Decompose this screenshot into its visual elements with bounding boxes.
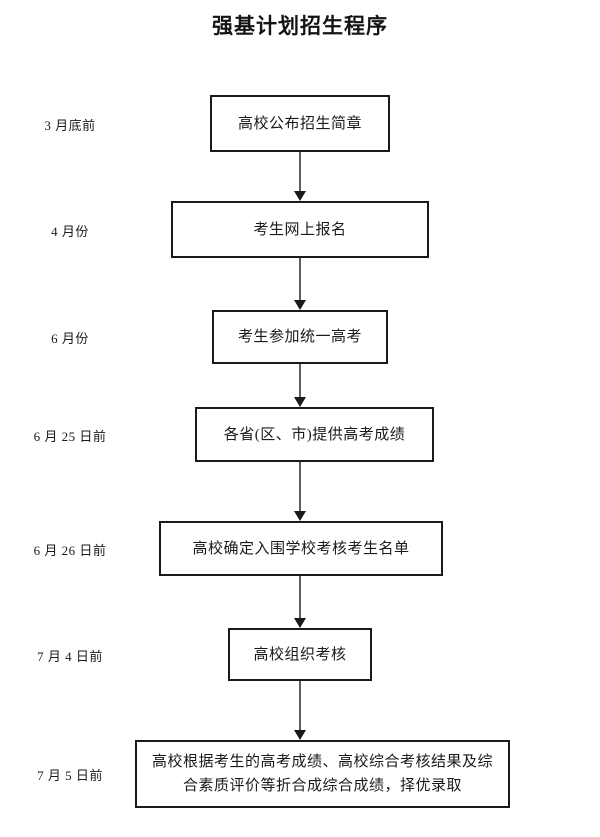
down-arrow-icon (289, 681, 311, 740)
stage-box-text: 高校根据考生的高考成绩、高校综合考核结果及综合素质评价等折合成综合成绩，择优录取 (151, 754, 493, 794)
down-arrow-icon (289, 152, 311, 201)
stage-box: 高校确定入围学校考核考生名单 (159, 521, 443, 576)
stage-box: 高校根据考生的高考成绩、高校综合考核结果及综合素质评价等折合成综合成绩，择优录取 (135, 740, 510, 808)
stage-box-text: 考生参加统一高考 (237, 329, 362, 345)
stage-box: 考生网上报名 (171, 201, 429, 258)
down-arrow-icon (289, 258, 311, 310)
stage-box: 考生参加统一高考 (212, 310, 388, 364)
stage-box: 高校组织考核 (228, 628, 372, 681)
stage-deadline-label: 7 月 4 日前 (37, 648, 103, 664)
down-arrow-icon (289, 364, 311, 407)
stage-deadline-label: 7 月 5 日前 (37, 768, 103, 783)
down-arrow-icon (289, 576, 311, 628)
stage-deadline-label: 6 月 25 日前 (33, 428, 107, 444)
stage-box-text: 考生网上报名 (253, 221, 347, 238)
stage-deadline-label: 6 月份 (51, 331, 89, 346)
stage-box-text: 高校确定入围学校考核考生名单 (192, 540, 410, 557)
down-arrow-icon (289, 462, 311, 521)
stage-box: 高校公布招生简章 (210, 95, 390, 152)
stage-box: 各省(区、市)提供高考成绩 (195, 407, 434, 462)
page-title: 强基计划招生程序 (212, 14, 388, 38)
stage-box-text: 高校组织考核 (253, 646, 347, 663)
stage-box-text: 高校公布招生简章 (237, 115, 362, 132)
stage-box-text: 各省(区、市)提供高考成绩 (223, 426, 406, 443)
stage-deadline-label: 3 月底前 (44, 117, 96, 133)
stage-deadline-label: 4 月份 (51, 223, 89, 239)
stage-deadline-label: 6 月 26 日前 (33, 542, 107, 558)
